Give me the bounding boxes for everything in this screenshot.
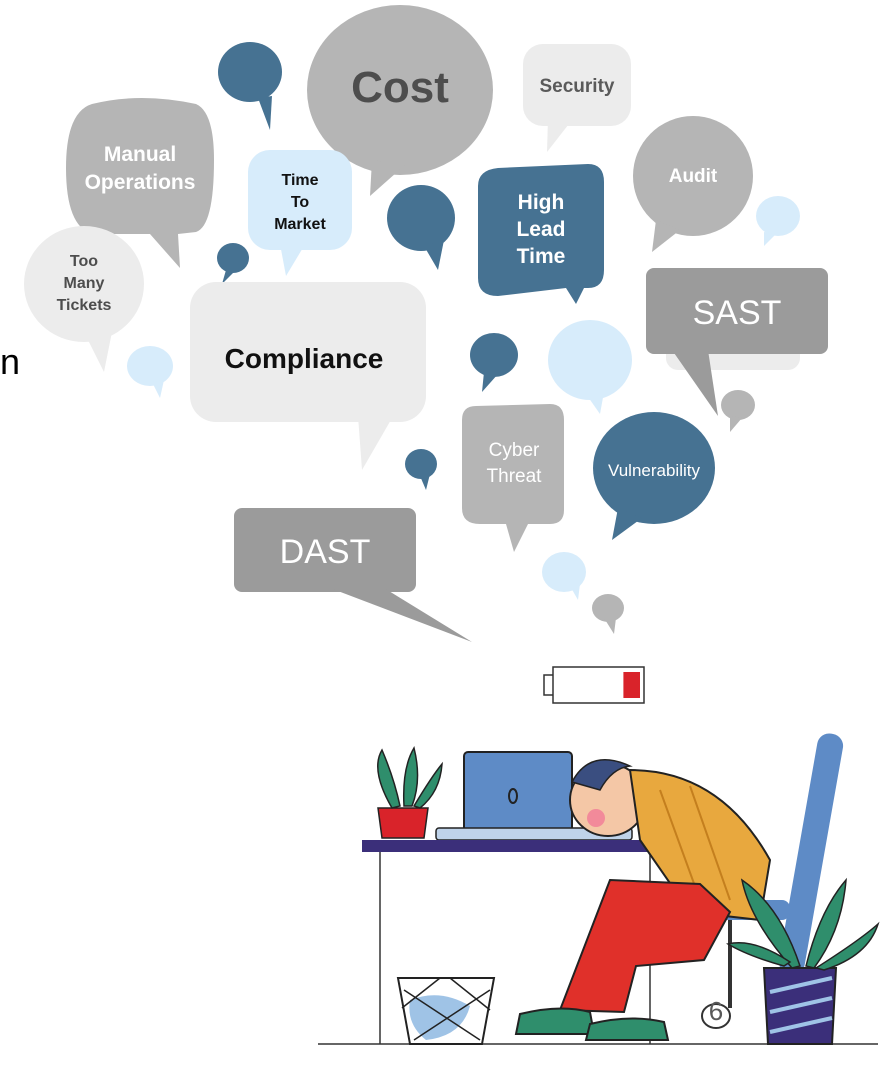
too-label: Too xyxy=(70,253,98,270)
navy-bubble-center xyxy=(470,333,518,392)
dast-label: DAST xyxy=(280,533,371,571)
tickets-label: Tickets xyxy=(57,297,112,314)
sast-label: SAST xyxy=(693,294,782,332)
lead-label: Lead xyxy=(516,218,565,241)
high-label: High xyxy=(518,191,565,214)
medium-navy-bubble xyxy=(387,185,455,270)
manual-operations-bubble: Manual Operations xyxy=(66,98,214,268)
time-to-market-bubble: Time To Market xyxy=(248,150,352,276)
compliance-label: Compliance xyxy=(225,343,384,374)
tiny-navy-bubble-bottom xyxy=(405,449,437,490)
audit-label: Audit xyxy=(669,166,718,187)
time-label-2: Time xyxy=(517,245,566,268)
small-light-blue-bubble-right xyxy=(756,196,800,246)
tiny-navy-bubble-left xyxy=(217,243,249,284)
tiny-gray-bubble-right xyxy=(721,390,755,432)
security-bubble: Security xyxy=(523,44,631,152)
cost-bubble: Cost xyxy=(307,5,493,196)
cost-label: Cost xyxy=(351,63,449,112)
small-light-blue-bubble-left xyxy=(127,346,173,398)
sast-bubble: SAST xyxy=(646,268,828,416)
security-label: Security xyxy=(540,76,615,97)
low-battery-icon xyxy=(543,666,645,704)
light-blue-bubble-bottom xyxy=(542,552,586,600)
time-label: Time xyxy=(281,172,318,189)
manual-label: Manual xyxy=(104,143,176,166)
edge-text-fragment: n xyxy=(0,341,20,382)
dast-bubble: DAST xyxy=(234,508,472,642)
threat-label: Threat xyxy=(487,466,543,487)
audit-bubble: Audit xyxy=(633,116,753,252)
vulnerability-bubble: Vulnerability xyxy=(593,412,715,540)
high-lead-time-bubble: High Lead Time xyxy=(478,164,604,304)
small-navy-bubble xyxy=(218,42,282,130)
many-label: Many xyxy=(64,275,105,292)
to-label: To xyxy=(291,194,310,211)
battery-level-fill xyxy=(623,672,640,698)
cyber-label: Cyber xyxy=(489,440,540,461)
light-blue-bubble-center xyxy=(548,320,632,414)
too-many-tickets-bubble: Too Many Tickets xyxy=(24,226,144,372)
operations-label: Operations xyxy=(85,171,196,194)
cyber-threat-bubble: Cyber Threat xyxy=(462,404,564,552)
market-label: Market xyxy=(274,216,326,233)
tired-worker-illustration xyxy=(318,733,880,1045)
tiny-gray-bubble-bottom xyxy=(592,594,624,634)
compliance-bubble: Compliance xyxy=(190,282,426,470)
vulnerability-label: Vulnerability xyxy=(608,461,700,480)
slide-number: 6 xyxy=(709,996,723,1026)
